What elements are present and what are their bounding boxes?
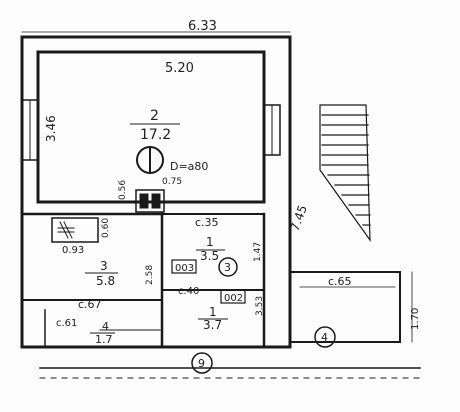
tag-002-box (220, 289, 246, 304)
circle-3 (218, 257, 238, 277)
staircase (319, 104, 371, 242)
dim-358: 2.58 (145, 265, 155, 285)
dim-147: 1.47 (253, 242, 263, 262)
tag-002: 002 (224, 293, 243, 304)
dim-top-width: 6.33 (188, 19, 217, 34)
tag-003: 003 (175, 263, 194, 274)
stove-diameter: D=a80 (170, 160, 208, 173)
room-4-area: 1.7 (95, 333, 113, 346)
dim-075: 0.75 (162, 177, 182, 187)
room-2-number: 2 (150, 108, 159, 124)
cabinet (51, 217, 99, 243)
dim-061: c.61 (56, 318, 77, 329)
room-2-area: 17.2 (140, 127, 171, 143)
dim-440: c.40 (178, 286, 199, 297)
room-3-area: 5.8 (96, 274, 115, 288)
circle-4-label: 4 (321, 331, 328, 344)
circle-4 (314, 326, 336, 348)
room-1b-area: 3.7 (203, 318, 222, 332)
dim-093: 0.93 (62, 245, 84, 256)
room-3-number: 3 (100, 259, 108, 273)
dim-056: 0.56 (118, 180, 128, 200)
dim-353: 3.53 (255, 296, 265, 316)
circle-9-label: 9 (198, 357, 205, 370)
dim-left-height: 3.46 (44, 115, 58, 142)
dim-335: c.35 (195, 216, 219, 229)
room-1a-number: 1 (206, 235, 214, 249)
dim-170: 1.70 (410, 308, 421, 330)
dim-060: 0.60 (101, 218, 111, 238)
room-1a-area: 3.5 (200, 249, 219, 263)
circle-3-label: 3 (224, 261, 231, 274)
tag-003-box (171, 259, 197, 274)
annex (289, 271, 401, 343)
room-1b-number: 1 (209, 305, 217, 319)
circle-9 (191, 352, 213, 374)
duct (135, 189, 165, 213)
dim-inner-width: 5.20 (165, 61, 194, 76)
dim-067: c.67 (78, 298, 102, 311)
room-4-number: 4 (102, 320, 109, 333)
outer-wall (20, 35, 292, 349)
dim-265: c.65 (328, 275, 352, 288)
